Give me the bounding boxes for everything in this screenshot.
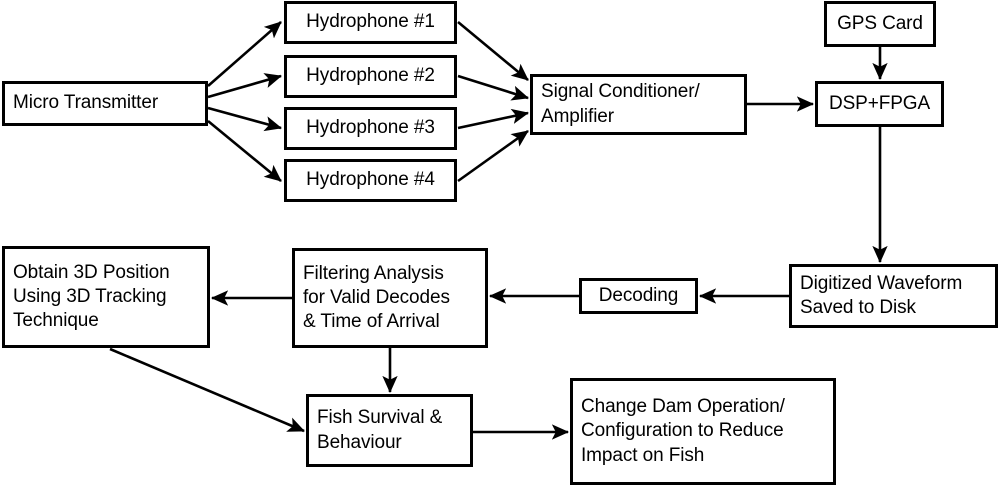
node-decoding[interactable]: Decoding — [579, 278, 698, 314]
node-hydrophone-3[interactable]: Hydrophone #3 — [284, 107, 457, 150]
node-label: Hydrophone #1 — [306, 11, 435, 33]
edge-hydrophone-1-to-signal-conditioner — [457, 20, 529, 82]
edge-transmitter-to-hydrophone-3 — [207, 106, 283, 132]
edge-transmitter-to-hydrophone-1 — [207, 21, 282, 87]
node-label: DSP+FPGA — [828, 92, 931, 114]
node-label: Digitized Waveform Saved to Disk — [800, 272, 963, 318]
node-signal-conditioner-amplifier[interactable]: Signal Conditioner/ Amplifier — [530, 74, 747, 135]
node-filtering-analysis[interactable]: Filtering Analysis for Valid Decodes & T… — [292, 248, 488, 348]
node-change-dam-operation[interactable]: Change Dam Operation/ Configuration to R… — [570, 378, 836, 485]
node-label: Filtering Analysis for Valid Decodes & T… — [303, 262, 450, 333]
node-digitized-waveform-saved-to-disk[interactable]: Digitized Waveform Saved to Disk — [789, 264, 998, 328]
node-dsp-fpga[interactable]: DSP+FPGA — [815, 81, 944, 127]
node-label: Fish Survival & Behaviour — [317, 407, 443, 453]
node-label: Hydrophone #4 — [306, 169, 435, 191]
node-hydrophone-1[interactable]: Hydrophone #1 — [284, 1, 457, 44]
node-fish-survival-behaviour[interactable]: Fish Survival & Behaviour — [306, 394, 473, 467]
node-hydrophone-4[interactable]: Hydrophone #4 — [284, 159, 457, 202]
node-label: Hydrophone #3 — [306, 117, 435, 139]
edge-transmitter-to-hydrophone-4 — [207, 119, 282, 183]
node-micro-transmitter[interactable]: Micro Transmitter — [2, 81, 208, 126]
node-gps-card[interactable]: GPS Card — [824, 1, 936, 47]
node-label: GPS Card — [837, 12, 923, 34]
edge-hydrophone-2-to-signal-conditioner — [457, 74, 529, 101]
node-label: Micro Transmitter — [13, 92, 159, 114]
node-label: Signal Conditioner/ Amplifier — [541, 81, 700, 127]
node-label: Change Dam Operation/ Configuration to R… — [581, 396, 785, 466]
edge-obtain-3d-position-to-fish-survival — [109, 347, 305, 433]
node-hydrophone-2[interactable]: Hydrophone #2 — [284, 55, 457, 98]
node-label: Decoding — [598, 284, 679, 306]
node-obtain-3d-position[interactable]: Obtain 3D Position Using 3D Tracking Tec… — [2, 246, 210, 348]
edge-hydrophone-4-to-signal-conditioner — [457, 129, 529, 183]
edge-hydrophone-3-to-signal-conditioner — [457, 108, 530, 130]
edge-transmitter-to-hydrophone-2 — [207, 73, 282, 99]
node-label: Obtain 3D Position Using 3D Tracking Tec… — [13, 261, 170, 332]
node-label: Hydrophone #2 — [306, 65, 435, 87]
